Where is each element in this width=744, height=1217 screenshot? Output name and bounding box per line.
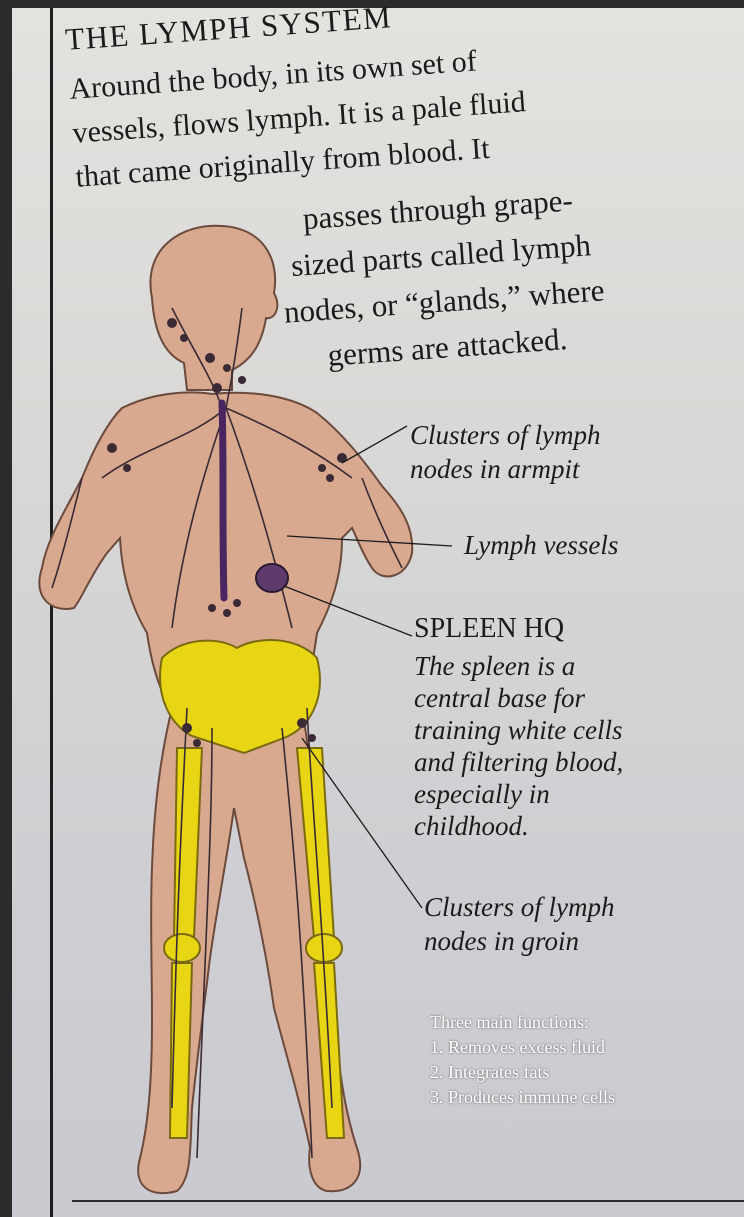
spleen — [256, 564, 288, 592]
groin-label-line: nodes in groin — [424, 924, 615, 958]
armpit-label-line: nodes in armpit — [410, 452, 601, 486]
functions-item: 1. Removes excess fluid — [430, 1035, 615, 1060]
functions-list: Three main functions: 1. Removes excess … — [430, 1010, 615, 1110]
armpit-leader — [342, 426, 407, 463]
functions-item: 2. Integrates fats — [430, 1060, 615, 1085]
left-knee — [164, 934, 200, 962]
spleen-description: The spleen is a central base for trainin… — [414, 650, 623, 842]
groin-label: Clusters of lymph nodes in groin — [424, 890, 615, 958]
spleen-desc-line: childhood. — [414, 810, 623, 842]
thoracic-duct — [222, 403, 224, 598]
head — [150, 226, 277, 390]
spleen-title: SPLEEN HQ — [414, 613, 564, 645]
armpit-label: Clusters of lymph nodes in armpit — [410, 418, 601, 486]
spleen-desc-line: central base for — [414, 682, 623, 714]
armpit-label-line: Clusters of lymph — [410, 418, 601, 452]
spleen-desc-line: The spleen is a — [414, 650, 623, 682]
functions-item: 3. Produces immune cells — [430, 1085, 615, 1110]
groin-label-line: Clusters of lymph — [424, 890, 615, 924]
vessels-label: Lymph vessels — [464, 528, 618, 562]
spleen-desc-line: and filtering blood, — [414, 746, 623, 778]
spleen-desc-line: training white cells — [414, 714, 623, 746]
intro-paragraph-continued: passes through grape- sized parts called… — [276, 176, 609, 382]
book-page: THE LYMPH SYSTEM Around the body, in its… — [12, 8, 744, 1217]
functions-heading: Three main functions: — [430, 1010, 615, 1035]
spleen-desc-line: especially in — [414, 778, 623, 810]
